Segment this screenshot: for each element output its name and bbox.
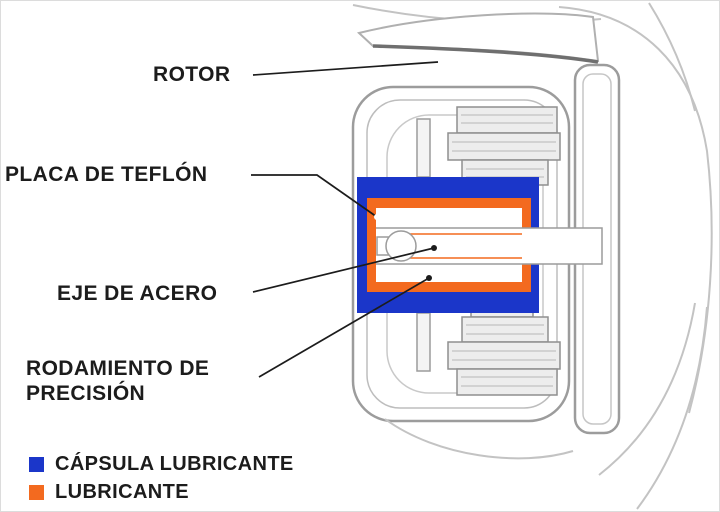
leader-dot-eje [431,245,437,251]
label-eje-de-acero: EJE DE ACERO [57,282,218,305]
capsule-color-swatch [29,456,44,472]
leader-lines [251,61,439,378]
leader-rotor [252,61,439,76]
label-rodamiento-de-precision: RODAMIENTO DE PRECISIÓN [26,357,209,407]
leader-eje [252,247,435,293]
lubricant-color-swatch [29,484,44,500]
rotor-blade-underline [372,44,599,64]
leader-dot-rodamiento [426,275,432,281]
legend-label-lubricante: LUBRICANTE [55,480,189,503]
label-rotor: ROTOR [153,63,231,86]
rotor-blade-section [356,12,600,63]
stator-lower-windings [452,324,556,387]
housing-bottom-curve [384,418,574,460]
leader-placa [251,174,378,218]
label-rodamiento-line1: RODAMIENTO DE [26,357,210,380]
steel-shaft [376,227,603,265]
rotor-post-bottom [416,312,431,372]
leader-rodamiento [258,277,430,378]
leader-dot-placa [374,214,380,220]
legend: CÁPSULA LUBRICANTE LUBRICANTE [29,450,294,506]
rotor-post-top [416,118,431,178]
label-rodamiento-line2: PRECISIÓN [26,381,146,405]
legend-item-lubricante: LUBRICANTE [29,478,294,506]
legend-item-capsula: CÁPSULA LUBRICANTE [29,450,294,478]
legend-label-capsula: CÁPSULA LUBRICANTE [55,452,294,475]
label-placa-de-teflon: PLACA DE TEFLÓN [5,163,208,186]
